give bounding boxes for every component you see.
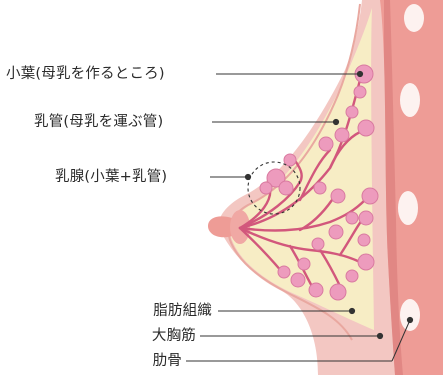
rib-4	[400, 299, 420, 331]
label-mammary-gland: 乳腺(小葉+乳管)	[55, 170, 167, 185]
label-lobule: 小葉(母乳を作るところ)	[6, 67, 165, 82]
nipple	[208, 216, 232, 237]
label-pectoral-muscle: 大胸筋	[138, 329, 196, 344]
label-rib: 肋骨	[138, 354, 182, 369]
label-milk-duct: 乳管(母乳を運ぶ管)	[34, 115, 163, 130]
rib-3	[398, 191, 418, 225]
rib-1	[404, 4, 424, 32]
label-fat-tissue: 脂肪組織	[138, 304, 212, 319]
rib-2	[400, 83, 420, 117]
